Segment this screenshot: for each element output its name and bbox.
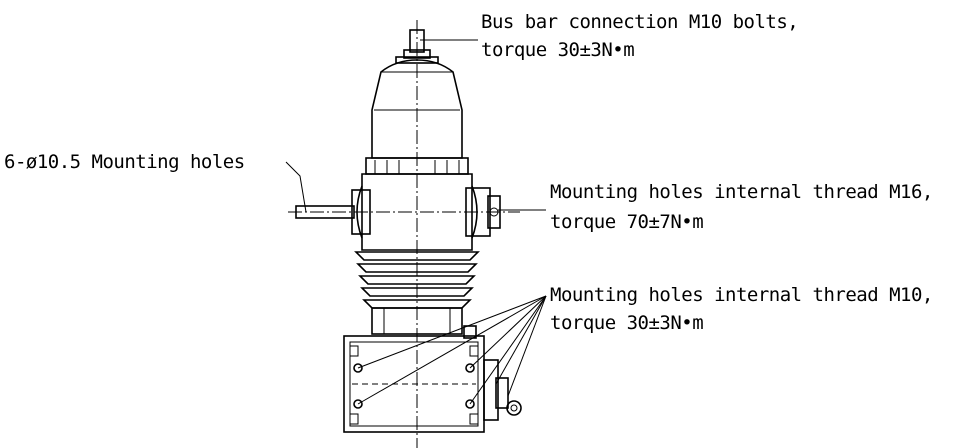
m16-label-line2: torque 70±7N•m [550,211,704,233]
m10-label-line1: Mounting holes internal thread M10, [550,284,933,306]
m10-label-line2: torque 30±3N•m [550,312,704,334]
leader-m10-6 [507,295,547,397]
leader-m10-2 [469,295,547,369]
base-box [343,325,522,433]
leader-m10-3 [357,295,547,405]
insulator-sheds [354,251,480,335]
leader-m10-4 [469,295,547,405]
upper-insulator [365,59,469,175]
busbar-terminal [395,29,439,64]
busbar-label-line1: Bus bar connection M10 bolts, [481,11,799,33]
leader-lines [285,39,547,405]
mounting-holes-label: 6-ø10.5 Mounting holes [4,151,245,173]
m16-label-line1: Mounting holes internal thread M16, [550,181,933,203]
middle-housing [295,173,501,251]
leader-m10-1 [357,295,547,369]
leader-m10-5 [495,295,547,385]
busbar-label-line2: torque 30±3N•m [481,39,635,61]
leader-mounting-holes [285,161,307,213]
